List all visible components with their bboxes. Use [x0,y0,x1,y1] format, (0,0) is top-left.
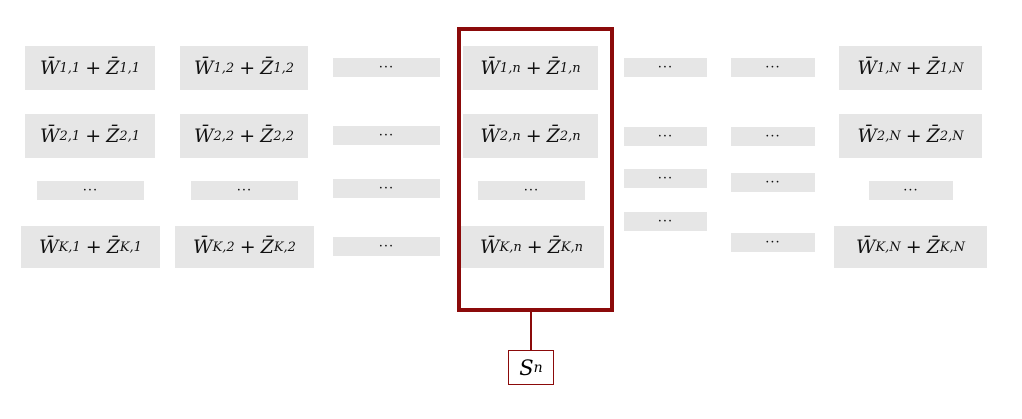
z-symbol: Z̄ [926,57,940,79]
w-subscript: 1,n [499,60,521,76]
w-subscript: K,1 [58,239,81,255]
w-subscript: K,2 [212,239,235,255]
w-symbol: W̄ [479,236,500,258]
z-symbol: Z̄ [260,57,274,79]
matrix-entry: W̄1,1+Z̄1,1 [25,46,155,90]
z-subscript: 1,2 [273,60,295,76]
z-subscript: K,n [560,239,584,255]
w-symbol: W̄ [857,125,877,147]
z-symbol: Z̄ [106,125,120,147]
z-symbol: Z̄ [260,125,274,147]
plus-sign: + [525,125,542,147]
plus-sign: + [85,125,102,147]
ellipsis-placeholder: ··· [624,127,707,146]
plus-sign: + [526,236,543,258]
plus-sign: + [85,57,102,79]
matrix-entry: W̄K,2+Z̄K,2 [175,226,314,268]
ellipsis-placeholder: ··· [333,126,440,145]
z-symbol: Z̄ [547,236,561,258]
w-symbol: W̄ [480,125,500,147]
z-subscript: 1,1 [119,60,141,76]
w-subscript: 2,1 [59,128,81,144]
matrix-entry: W̄K,N+Z̄K,N [834,226,987,268]
w-subscript: 1,N [876,60,901,76]
w-subscript: 2,N [876,128,901,144]
w-symbol: W̄ [39,236,59,258]
z-subscript: K,1 [119,239,142,255]
matrix-entry: W̄1,2+Z̄1,2 [180,46,308,90]
plus-sign: + [239,236,256,258]
z-symbol: Z̄ [106,57,120,79]
ellipsis-placeholder: ··· [478,181,585,200]
ellipsis-placeholder: ··· [333,58,440,77]
z-symbol: Z̄ [546,57,560,79]
ellipsis-placeholder: ··· [731,127,815,146]
ellipsis-placeholder: ··· [624,212,707,231]
z-symbol: Z̄ [926,236,940,258]
matrix-entry: W̄K,1+Z̄K,1 [21,226,160,268]
ellipsis-placeholder: ··· [624,169,707,188]
z-subscript: 2,1 [119,128,141,144]
connector-line [530,311,532,350]
w-subscript: 2,n [499,128,521,144]
matrix-entry: W̄1,N+Z̄1,N [839,46,982,90]
plus-sign: + [905,125,922,147]
ellipsis-placeholder: ··· [333,237,440,256]
z-symbol: Z̄ [106,236,120,258]
sum-subscript: n [533,359,543,376]
z-subscript: 2,n [559,128,581,144]
plus-sign: + [525,57,542,79]
sum-symbol: S [519,355,534,380]
matrix-entry: W̄2,2+Z̄2,2 [180,114,308,158]
w-symbol: W̄ [193,125,214,147]
w-subscript: 1,1 [59,60,81,76]
w-symbol: W̄ [855,236,876,258]
ellipsis-placeholder: ··· [731,233,815,252]
w-symbol: W̄ [39,125,60,147]
w-symbol: W̄ [480,57,500,79]
w-subscript: 1,2 [213,60,235,76]
z-symbol: Z̄ [260,236,274,258]
matrix-entry: W̄2,N+Z̄2,N [839,114,982,158]
w-symbol: W̄ [857,57,877,79]
z-subscript: K,2 [273,239,296,255]
matrix-entry: W̄2,1+Z̄2,1 [25,114,155,158]
z-symbol: Z̄ [546,125,560,147]
matrix-entry: W̄2,n+Z̄2,n [463,114,598,158]
matrix-entry: W̄K,n+Z̄K,n [459,226,604,268]
w-subscript: K,n [499,239,522,255]
w-symbol: W̄ [193,57,214,79]
selected-column-frame [457,27,614,312]
z-symbol: Z̄ [926,125,940,147]
z-subscript: 2,N [939,128,964,144]
z-subscript: 2,2 [273,128,295,144]
plus-sign: + [905,236,922,258]
ellipsis-placeholder: ··· [731,58,815,77]
z-subscript: 1,N [939,60,964,76]
w-symbol: W̄ [193,236,213,258]
w-symbol: W̄ [39,57,60,79]
plus-sign: + [905,57,922,79]
z-subscript: K,N [939,239,966,255]
plus-sign: + [239,57,256,79]
w-subscript: K,N [875,239,901,255]
ellipsis-placeholder: ··· [624,58,707,77]
ellipsis-placeholder: ··· [333,179,440,198]
matrix-entry: W̄1,n+Z̄1,n [463,46,598,90]
z-subscript: 1,n [559,60,581,76]
plus-sign: + [239,125,256,147]
ellipsis-placeholder: ··· [731,173,815,192]
ellipsis-placeholder: ··· [869,181,953,200]
plus-sign: + [85,236,102,258]
w-subscript: 2,2 [213,128,235,144]
ellipsis-placeholder: ··· [191,181,298,200]
ellipsis-placeholder: ··· [37,181,144,200]
